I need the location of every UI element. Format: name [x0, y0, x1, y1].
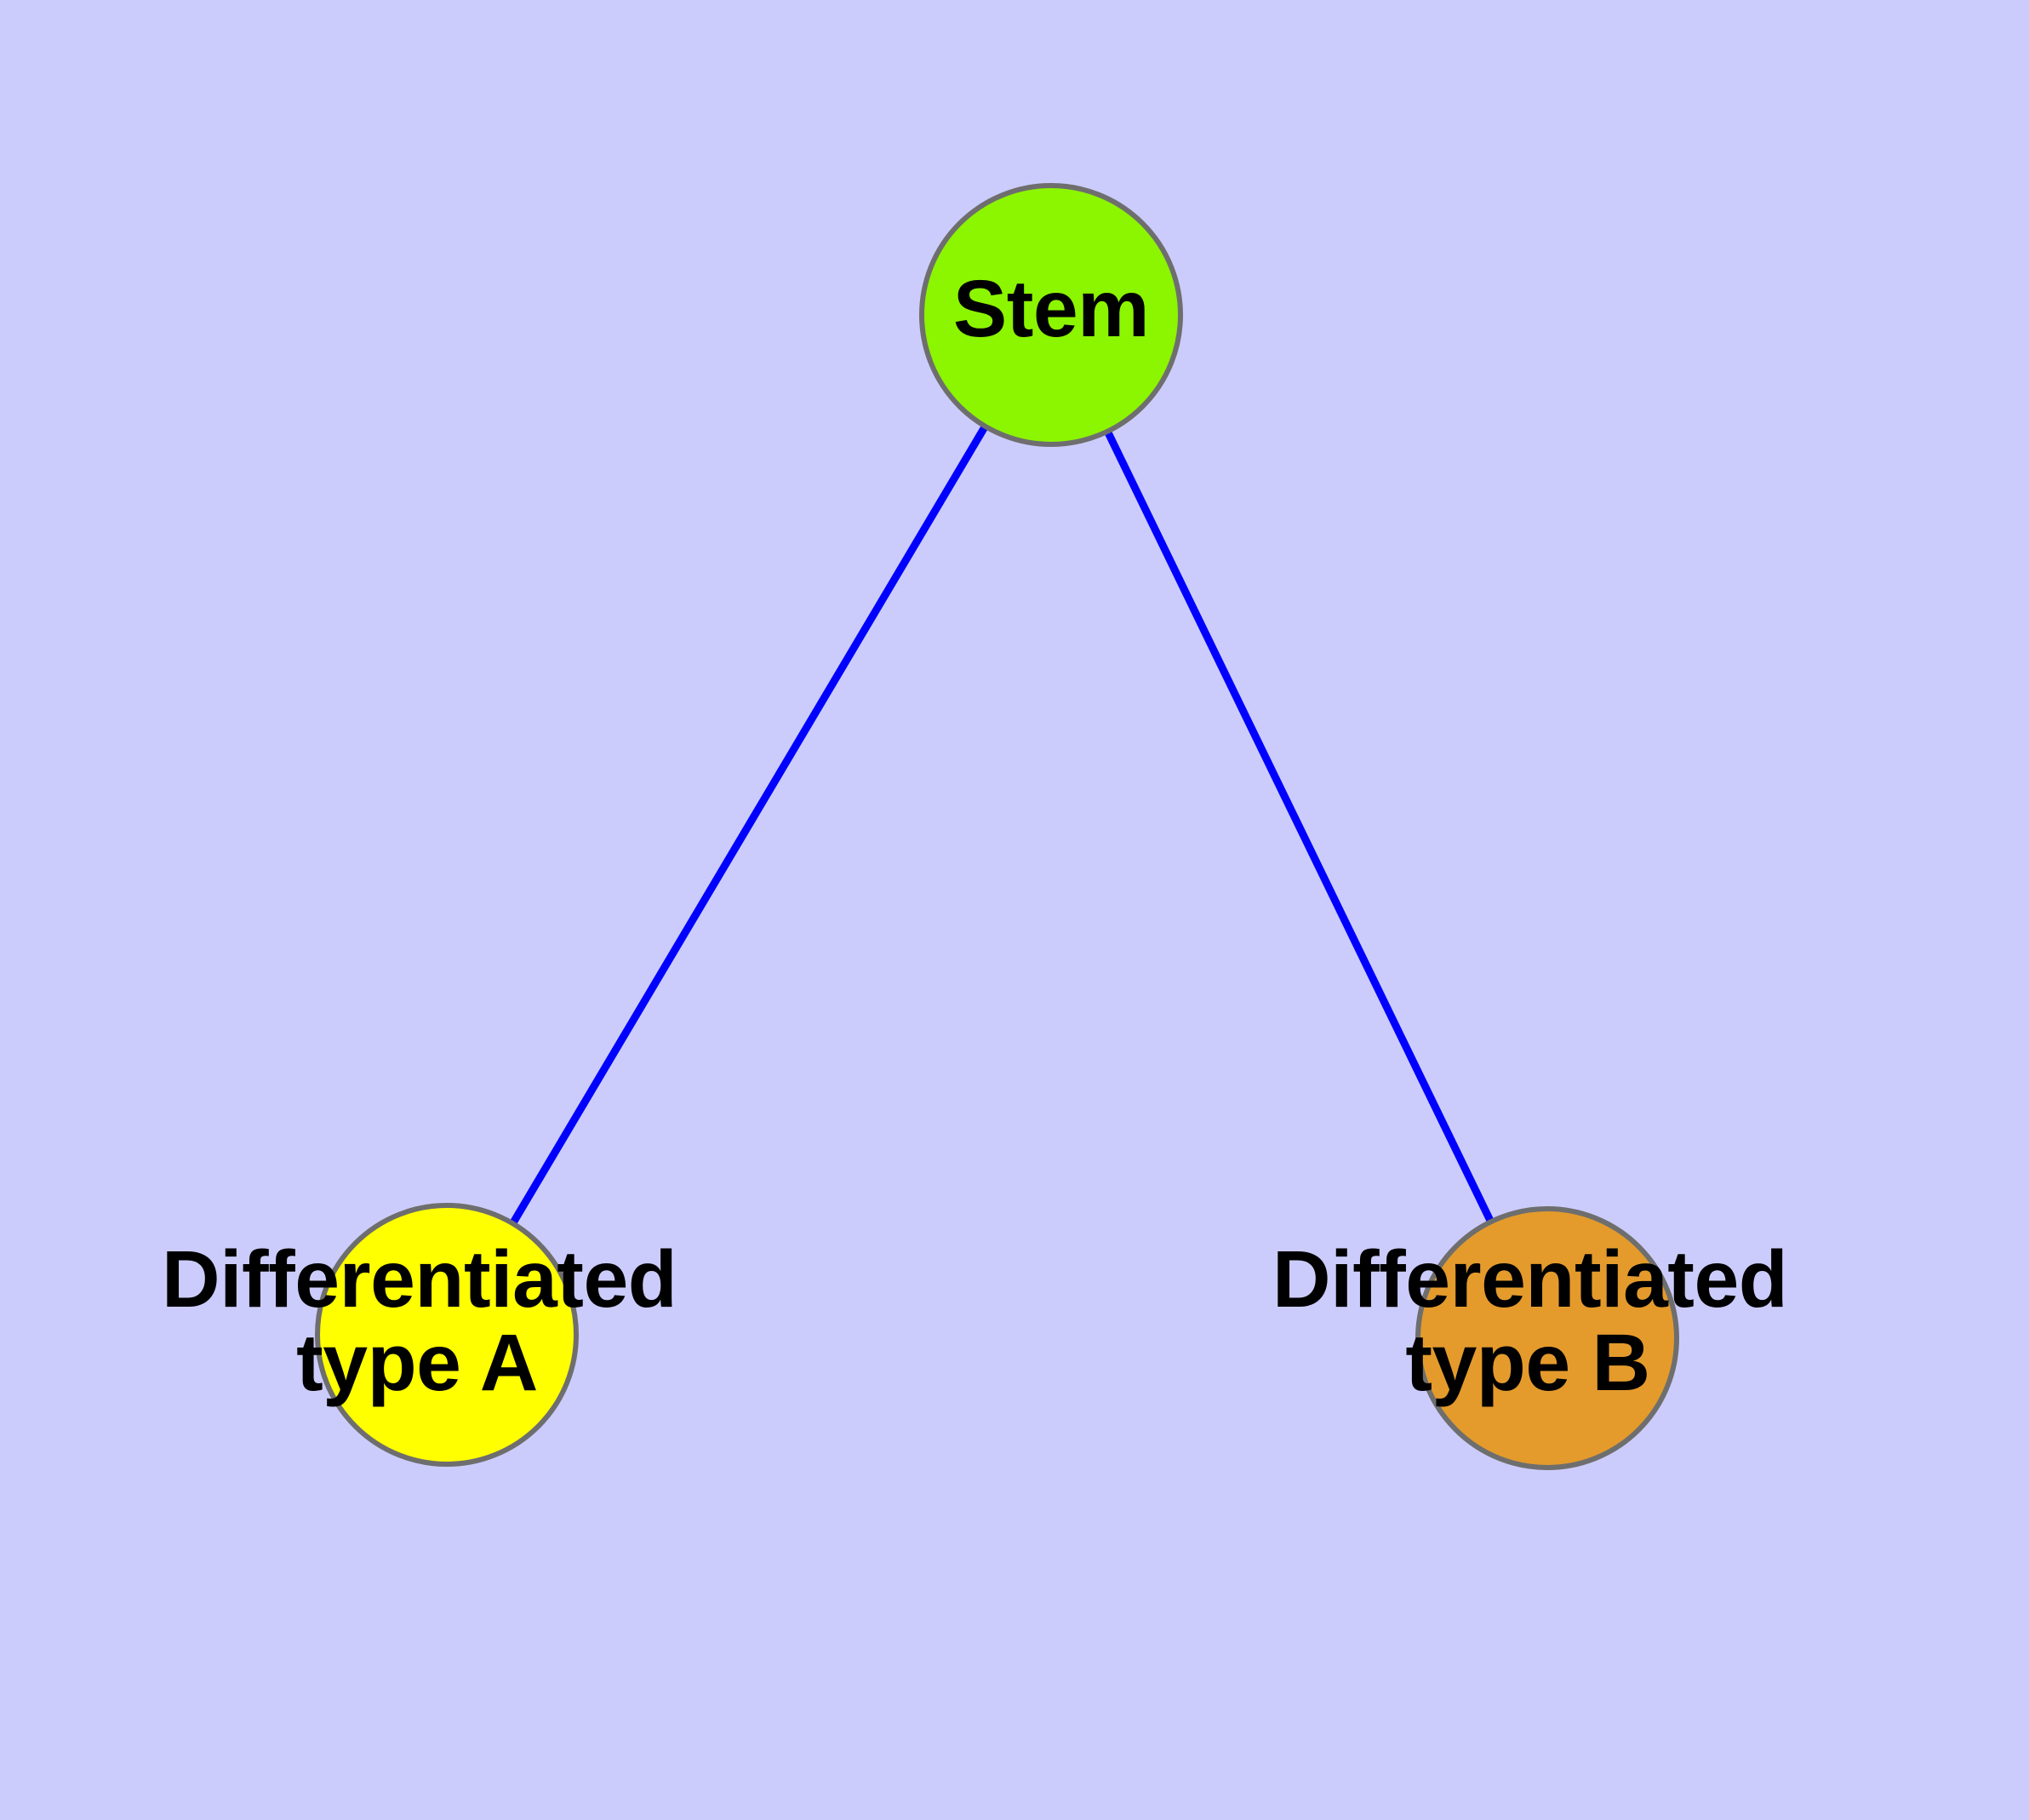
- node-stem[interactable]: [919, 183, 1183, 447]
- node-layer: [315, 183, 1679, 1470]
- node-diff-b[interactable]: [1415, 1206, 1679, 1470]
- edge-stem-to-diff-a[interactable]: [508, 422, 990, 1228]
- edge-layer: [508, 422, 1495, 1228]
- edge-stem-to-diff-b[interactable]: [1103, 427, 1495, 1226]
- node-diff-a[interactable]: [315, 1203, 579, 1467]
